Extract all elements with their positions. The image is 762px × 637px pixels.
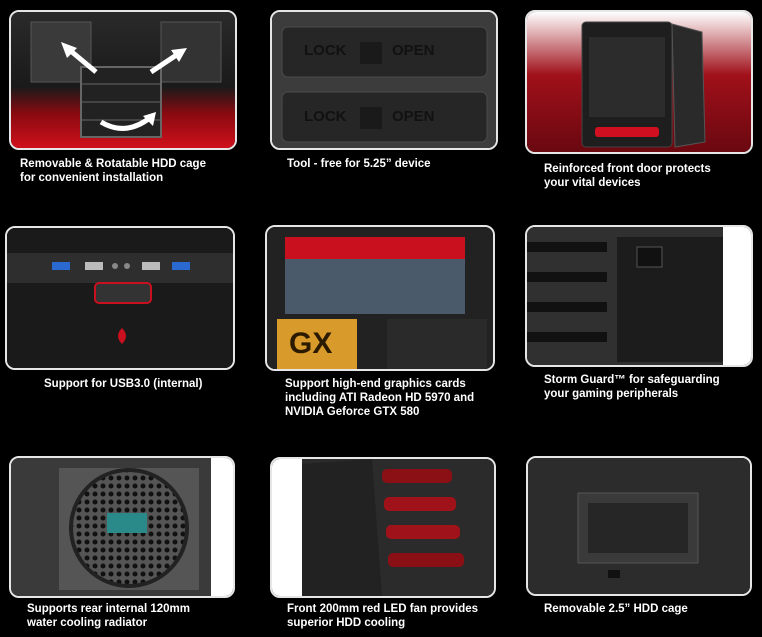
feature-caption: Removable 2.5” HDD cage [544, 603, 688, 615]
lock-label: LOCK [304, 42, 347, 59]
feature-caption: Reinforced front door protects your vita… [544, 163, 711, 189]
feature-caption: Support high-end graphics cards includin… [285, 378, 475, 418]
open-label: OPEN [392, 42, 435, 59]
feature-photo-rear-fan [9, 456, 235, 598]
feature-photo-usb3 [5, 226, 235, 370]
feature-photo-hdd-cage [9, 10, 237, 150]
feature-photo-front-fan [270, 457, 496, 598]
open-label: OPEN [392, 108, 435, 125]
feature-caption: Tool - free for 5.25” device [287, 158, 431, 170]
feature-photo-tool-free-bay: LOCK OPEN LOCK OPEN [270, 10, 498, 150]
box-label: GX [289, 327, 333, 360]
feature-caption: Support for USB3.0 (internal) [44, 378, 203, 390]
feature-photo-front-door [525, 10, 753, 154]
feature-caption: Supports rear internal 120mm water cooli… [27, 603, 190, 629]
lock-label: LOCK [304, 108, 347, 125]
feature-photo-graphics-card: GX [265, 225, 495, 371]
feature-caption: Front 200mm red LED fan provides superio… [287, 603, 479, 629]
feature-caption: Removable & Rotatable HDD cage for conve… [20, 158, 206, 184]
feature-photo-hdd-cage-25 [526, 456, 752, 596]
feature-caption: Storm Guard™ for safeguarding your gamin… [544, 374, 720, 400]
feature-photo-storm-guard [525, 225, 753, 367]
